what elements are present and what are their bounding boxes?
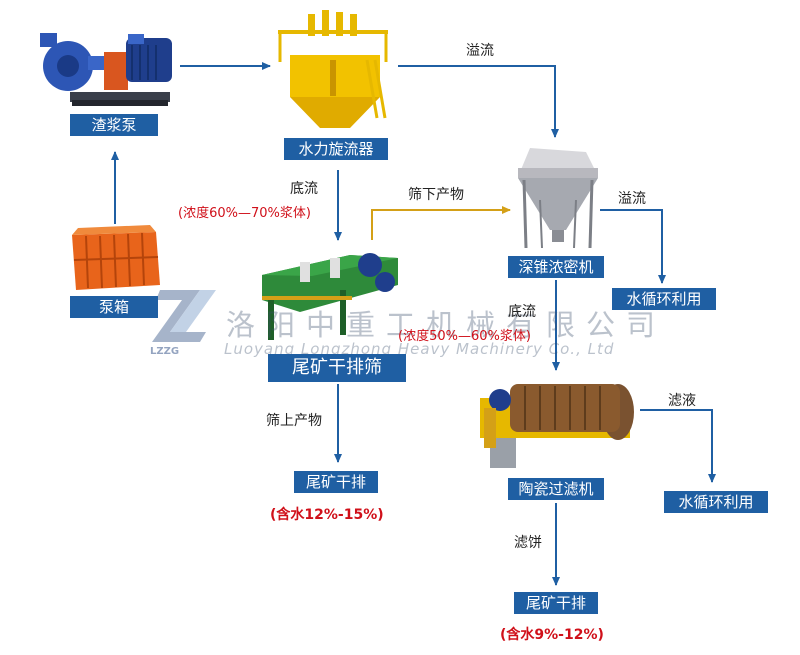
moisture-note-1: (含水12%-15%) [270,507,384,523]
arrow-cyclone-overflow [398,65,559,138]
label-overflow-2: 溢流 [618,191,646,207]
label-underflow-1: 底流 [290,181,318,197]
node-hydrocyclone: 水力旋流器 [284,138,388,160]
label-underflow-1-concentration: (浓度60%—70%浆体) [178,206,311,221]
node-tailings-screen: 尾矿干排筛 [268,354,406,382]
label-overflow-1: 溢流 [466,43,494,59]
logo-text: LZZG [150,346,179,357]
node-slurry-pump: 渣浆泵 [70,114,158,136]
label-filtrate: 滤液 [668,393,696,409]
label-underflow-2-concentration: (浓度50%—60%浆体) [398,329,531,344]
node-tailings-dry-1: 尾矿干排 [294,471,378,493]
node-pump-tank: 泵箱 [70,296,158,318]
watermark-company-en: Luoyang Longzhong Heavy Machinery Co., L… [224,340,615,358]
slurry-pump-image [40,33,172,106]
node-ceramic-filter: 陶瓷过滤机 [508,478,604,500]
label-underflow-2: 底流 [508,304,536,320]
label-undersize: 筛下产物 [408,187,464,203]
node-deep-cone-thickener: 深锥浓密机 [508,256,604,278]
arrow-filter-filtrate [640,409,716,483]
arrow-thickener-overflow [600,209,666,284]
label-oversize: 筛上产物 [266,413,322,429]
tailings-screen-image [262,253,398,340]
deep-cone-thickener-image [518,148,598,249]
pump-tank-image [72,225,160,290]
watermark-company-cn: 洛阳中重工机械有限公司 [226,308,667,342]
node-tailings-dry-2: 尾矿干排 [514,592,598,614]
node-water-recycle-2: 水循环利用 [664,491,768,513]
hydrocyclone-image [278,10,388,128]
ceramic-filter-image [480,384,634,468]
arrow-screen-undersize [371,206,511,240]
moisture-note-2: (含水9%-12%) [500,627,604,643]
lzzg-logo-watermark [152,290,216,342]
label-filter-cake: 滤饼 [514,535,542,551]
node-water-recycle-1: 水循环利用 [612,288,716,310]
